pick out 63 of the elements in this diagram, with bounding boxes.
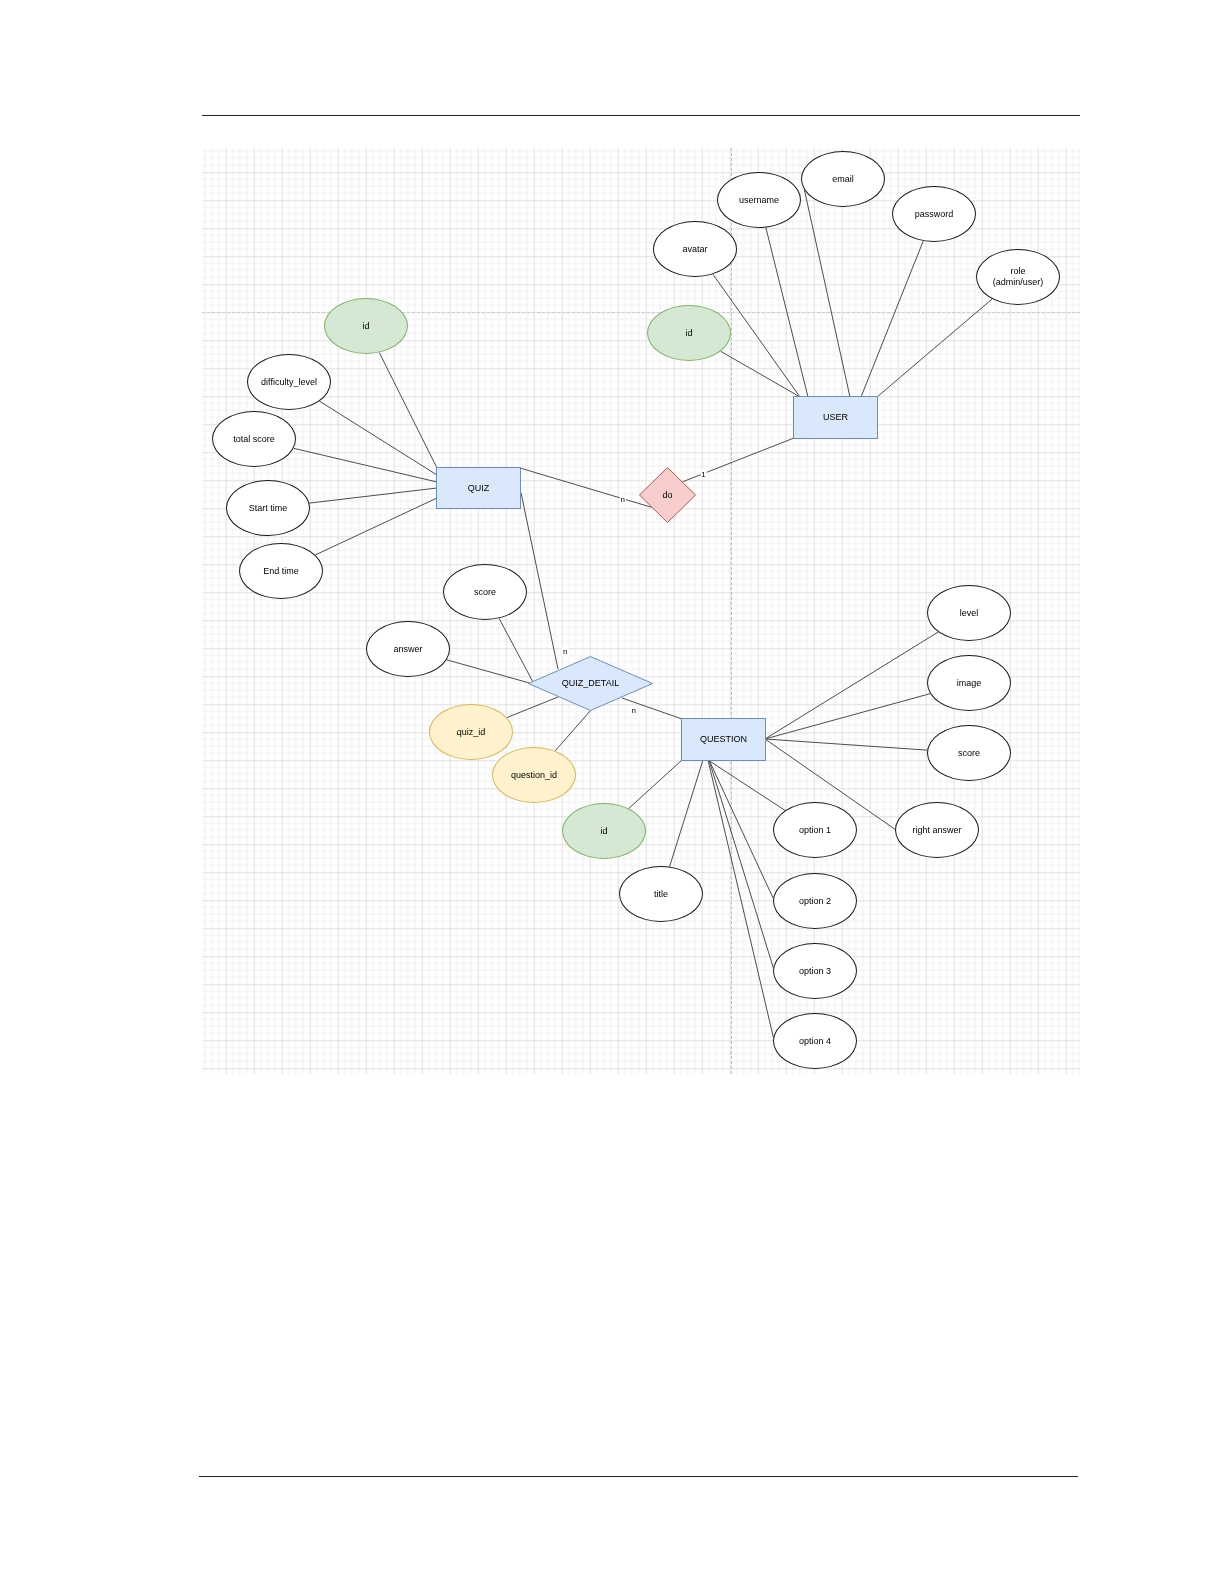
entity-rectangle xyxy=(793,396,878,439)
connector-line xyxy=(378,352,437,468)
connector-line xyxy=(708,760,774,899)
connector-line xyxy=(720,350,799,397)
connector-line xyxy=(314,497,437,556)
entity-name: QUESTION xyxy=(700,734,747,745)
attribute-name: total score xyxy=(233,433,275,445)
connector-line xyxy=(709,760,786,811)
connector-line xyxy=(628,760,682,809)
connector-line xyxy=(520,467,652,508)
entity-name: USER xyxy=(823,412,848,423)
connector-line xyxy=(860,240,924,397)
connector-line xyxy=(682,437,794,483)
attribute-name: option 4 xyxy=(799,1035,831,1047)
relationship-diamond xyxy=(639,467,696,523)
attribute-name: right answer xyxy=(912,824,962,836)
connector-line xyxy=(308,487,437,504)
attribute-name: password xyxy=(914,208,954,220)
attribute-name: avatar xyxy=(682,243,708,255)
connector-line xyxy=(669,760,704,868)
attribute-name: level xyxy=(959,607,979,619)
attribute-name: difficulty_level xyxy=(261,376,317,388)
attribute-name: question_id xyxy=(510,769,557,781)
connector-line xyxy=(319,400,437,475)
connector-line xyxy=(712,273,800,397)
attribute-name: option 2 xyxy=(799,895,831,907)
entity-name: QUIZ xyxy=(467,482,490,494)
relationship-diamond xyxy=(528,656,653,711)
connector-line xyxy=(765,693,931,740)
connector-line xyxy=(520,492,559,670)
cardinality-label: 1 xyxy=(700,469,707,479)
attribute-name: username xyxy=(739,194,779,206)
connector-line xyxy=(765,227,809,397)
connector-line xyxy=(446,659,530,684)
relationship-name: QUIZ_DETAIL xyxy=(561,678,620,689)
attribute-name: option 3 xyxy=(799,965,831,977)
attribute-name: email xyxy=(832,173,854,185)
entity-rectangle xyxy=(436,467,521,509)
attribute-name: End time xyxy=(263,565,299,577)
attribute-name: image xyxy=(956,677,982,689)
attribute-name: score xyxy=(958,747,980,759)
cardinality-label: n xyxy=(562,646,569,656)
attribute-name: option 1 xyxy=(799,824,831,836)
attribute-name: id xyxy=(685,327,693,339)
connector-line xyxy=(765,739,896,830)
attribute-name: score xyxy=(474,586,496,598)
connector-line xyxy=(765,738,928,751)
attribute-name: Start time xyxy=(248,502,288,514)
attribute-name: id xyxy=(600,825,608,837)
connector-line xyxy=(877,298,993,397)
attribute-name: role (admin/user) xyxy=(991,266,1045,288)
attribute-name: answer xyxy=(393,643,423,655)
connector-line xyxy=(621,697,682,720)
connector-line xyxy=(765,631,939,739)
attribute-name: quiz_id xyxy=(456,726,486,738)
connector-line xyxy=(707,760,774,1038)
connector-line xyxy=(293,447,437,483)
attribute-name: id xyxy=(362,320,370,332)
relationship-name: do xyxy=(662,489,673,501)
attribute-name: title xyxy=(654,888,668,900)
connector-line xyxy=(554,710,591,752)
cardinality-label: n xyxy=(619,494,626,504)
entity-rectangle xyxy=(681,718,766,761)
